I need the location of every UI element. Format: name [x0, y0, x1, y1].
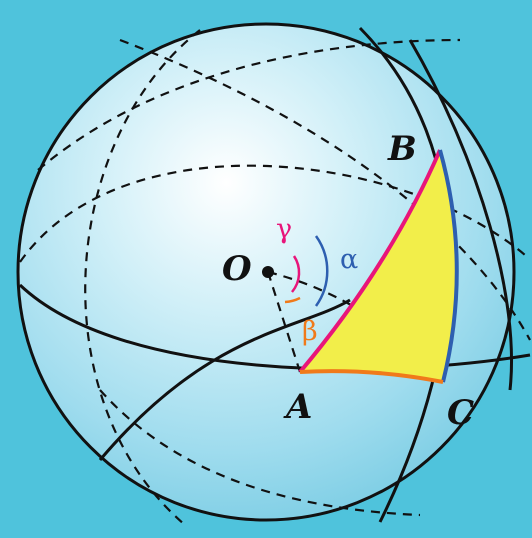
side-ab — [298, 149, 442, 374]
gamma-arc — [291, 255, 301, 293]
label-b: B — [387, 129, 417, 169]
hidden-arc-lower-left — [99, 389, 421, 517]
label-gamma: γ — [276, 214, 292, 245]
label-alpha: α — [340, 244, 358, 275]
label-beta: β — [302, 316, 318, 347]
alpha-arc — [314, 235, 329, 307]
hidden-equator-arc — [19, 164, 526, 263]
side-bc — [438, 149, 459, 383]
label-c: C — [447, 393, 474, 433]
side-ac — [299, 369, 444, 384]
label-o: O — [222, 249, 252, 289]
center-point — [262, 266, 274, 278]
hidden-arcs — [19, 29, 531, 526]
visible-equator-arc — [18, 283, 531, 371]
visible-arc-back — [408, 39, 514, 391]
hidden-arc-OA — [266, 271, 302, 373]
hidden-arc-upper — [37, 38, 461, 171]
label-a: A — [283, 387, 312, 427]
hidden-meridian-left — [84, 29, 201, 526]
hidden-arc-diagonal — [119, 38, 531, 341]
visible-arc-lower — [98, 298, 351, 461]
beta-arc — [284, 296, 301, 304]
